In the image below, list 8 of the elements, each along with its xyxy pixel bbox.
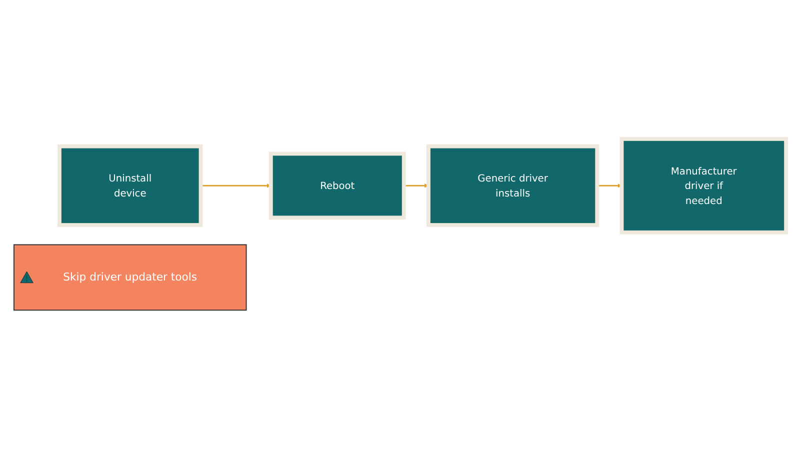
- warning-banner: Skip driver updater tools: [13, 244, 247, 312]
- arrow: [404, 184, 429, 188]
- arrow: [200, 184, 272, 188]
- step-box: Generic driver installs: [426, 144, 600, 228]
- step-box: Manufacturer driver if needed: [620, 137, 788, 235]
- arrow: [597, 184, 622, 188]
- step-box: Reboot: [268, 152, 406, 220]
- step-box: Uninstall device: [58, 144, 203, 228]
